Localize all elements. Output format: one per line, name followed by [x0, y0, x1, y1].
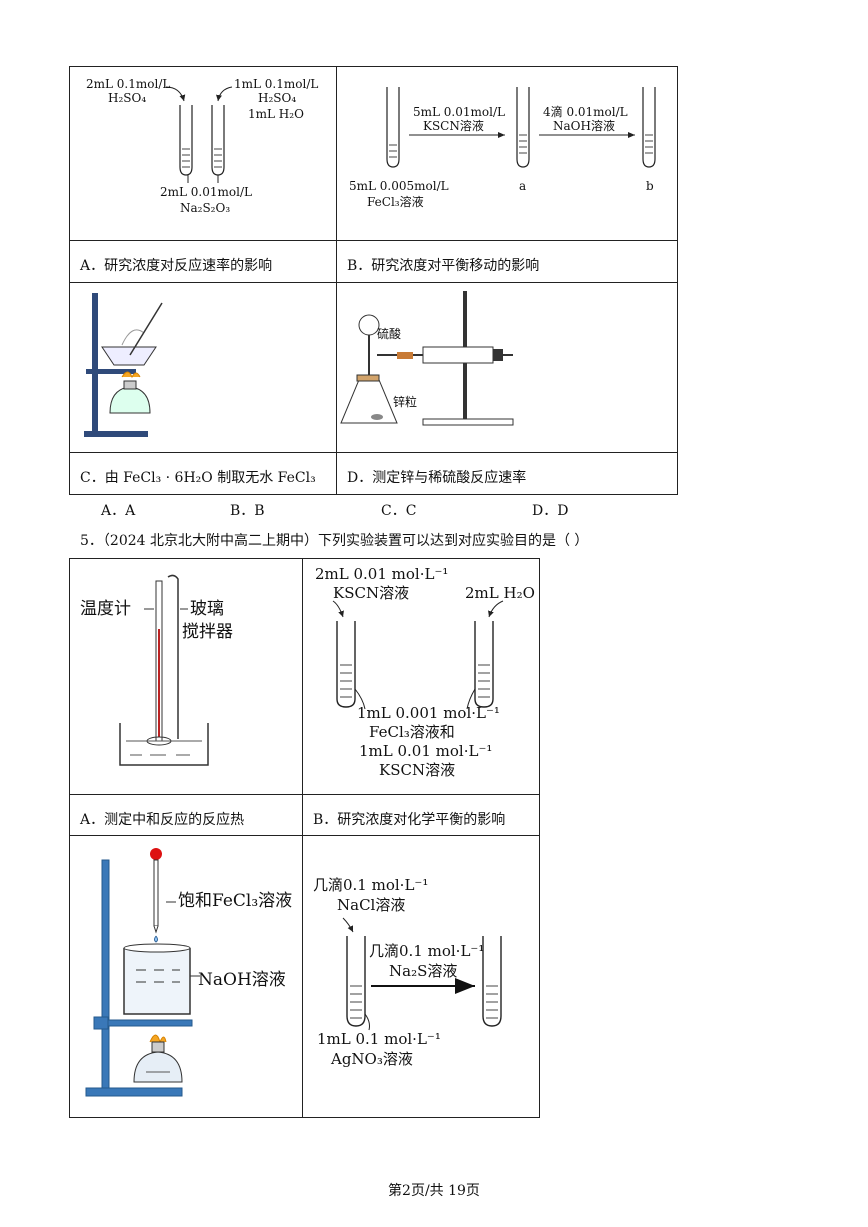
q4-cell-b-figure: 5mL 0.01mol/L KSCN溶液 4滴 0.01mol/L NaOH溶液…	[336, 66, 678, 241]
label-zinc: 锌粒	[393, 395, 418, 409]
q5-cell-a-caption: A．测定中和反应的反应热	[69, 794, 303, 836]
label-top-2: NaCl溶液	[337, 896, 406, 914]
q4-table: 2mL 0.1mol/L H₂SO₄ 1mL 0.1mol/L H₂SO₄ 1m…	[69, 66, 678, 495]
arrow2-bottom: NaOH溶液	[553, 119, 615, 133]
q4-cell-d-figure: 硫酸 锌粒	[336, 282, 678, 453]
precipitation-tubes-figure	[342, 917, 502, 1031]
arrow2-top: 4滴 0.01mol/L	[543, 105, 628, 119]
arrow-top-2: Na₂S溶液	[389, 962, 458, 980]
choice-d[interactable]: D．D	[532, 503, 569, 519]
q4-cell-d-caption: D．测定锌与稀硫酸反应速率	[336, 452, 678, 495]
label-bottom-2: FeCl₃溶液和	[369, 723, 455, 741]
colloid-preparation-apparatus	[85, 848, 200, 1097]
choice-c[interactable]: C．C	[381, 503, 417, 519]
label-stirrer-1: 玻璃	[190, 599, 224, 619]
test-tubes-figure	[165, 86, 233, 183]
equilibrium-tubes-figure	[332, 600, 504, 710]
label-right-2: H₂SO₄	[258, 91, 297, 105]
label-bottom-1: 2mL 0.01mol/L	[160, 185, 252, 199]
arrow-top-1: 几滴0.1 mol·L⁻¹	[369, 942, 485, 960]
q5-cell-d-figure: 几滴0.1 mol·L⁻¹ NaCl溶液 几滴0.1 mol·L⁻¹ Na₂S溶…	[302, 835, 540, 1118]
page-footer: 第2页/共 19页	[388, 1183, 480, 1199]
tubes-sequence-figure	[386, 87, 656, 168]
q5-stem: 5．（2024 北京北大附中高二上期中）下列实验装置可以达到对应实验目的是（ ）	[80, 533, 589, 549]
label-bottom-1: 5mL 0.005mol/L	[349, 179, 449, 193]
q5-table: 温度计 玻璃 搅拌器 2mL 0.01 mol·L⁻¹ KSCN溶液 2mL H…	[69, 558, 540, 1118]
arrow1-bottom: KSCN溶液	[423, 119, 484, 133]
q5-cell-b-figure: 2mL 0.01 mol·L⁻¹ KSCN溶液 2mL H₂O 1mL 0.00…	[302, 558, 540, 795]
reaction-rate-apparatus	[340, 291, 514, 426]
evaporation-apparatus	[84, 293, 163, 437]
label-top-1: 几滴0.1 mol·L⁻¹	[313, 876, 429, 894]
label-left-2: KSCN溶液	[333, 584, 410, 602]
q4-cell-a-caption: A．研究浓度对反应速率的影响	[69, 240, 337, 283]
label-left-1: 2mL 0.1mol/L	[86, 77, 171, 91]
q5-cell-a-figure: 温度计 玻璃 搅拌器	[69, 558, 303, 795]
label-fecl3: 饱和FeCl₃溶液	[178, 891, 293, 911]
label-bottom-4: KSCN溶液	[379, 761, 456, 779]
choice-b[interactable]: B．B	[230, 503, 265, 519]
label-bottom-2: AgNO₃溶液	[331, 1050, 413, 1068]
q5-cell-b-caption: B．研究浓度对化学平衡的影响	[302, 794, 540, 836]
q4-cell-c-caption: C．由 FeCl₃ · 6H₂O 制取无水 FeCl₃	[69, 452, 337, 495]
label-left-1: 2mL 0.01 mol·L⁻¹	[315, 565, 449, 583]
q4-cell-c-figure	[69, 282, 337, 453]
tube-b-label: b	[646, 179, 654, 193]
label-bottom-1: 1mL 0.001 mol·L⁻¹	[357, 704, 500, 722]
label-bottom-2: FeCl₃溶液	[367, 195, 424, 209]
label-left-2: H₂SO₄	[108, 91, 147, 105]
label-thermometer: 温度计	[80, 599, 131, 619]
choice-a[interactable]: A．A	[101, 503, 136, 519]
label-acid: 硫酸	[377, 327, 402, 341]
arrow1-top: 5mL 0.01mol/L	[413, 105, 505, 119]
q4-cell-a-figure: 2mL 0.1mol/L H₂SO₄ 1mL 0.1mol/L H₂SO₄ 1m…	[69, 66, 337, 241]
label-bottom-3: 1mL 0.01 mol·L⁻¹	[359, 742, 493, 760]
q5-cell-c-figure: 饱和FeCl₃溶液 NaOH溶液	[69, 835, 303, 1118]
label-bottom-2: Na₂S₂O₃	[180, 201, 231, 215]
label-right-1: 1mL 0.1mol/L	[234, 77, 319, 91]
label-right-3: 1mL H₂O	[248, 107, 304, 121]
label-bottom-1: 1mL 0.1 mol·L⁻¹	[317, 1030, 441, 1048]
tube-a-label: a	[519, 179, 527, 193]
q4-cell-b-caption: B．研究浓度对平衡移动的影响	[336, 240, 678, 283]
label-naoh: NaOH溶液	[198, 970, 286, 990]
label-right: 2mL H₂O	[465, 584, 535, 602]
calorimeter-figure	[119, 574, 209, 766]
label-stirrer-2: 搅拌器	[182, 622, 233, 642]
